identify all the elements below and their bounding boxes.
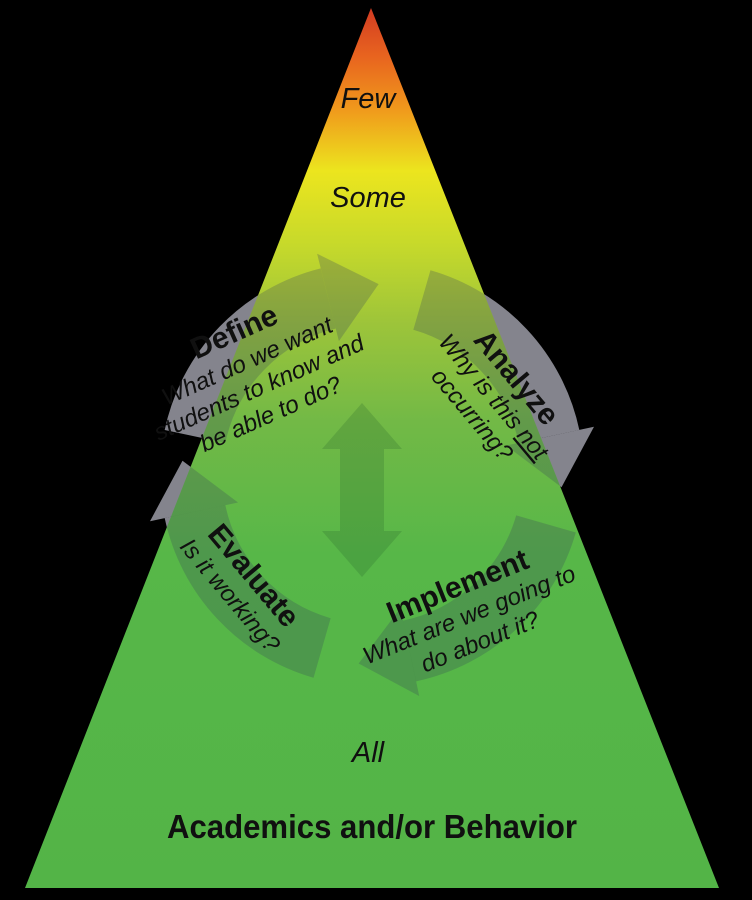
double-arrow <box>322 403 402 577</box>
cycle-arrowhead-bottom-overlay <box>358 608 420 696</box>
cycle-arc-evaluate-overlay <box>164 504 332 678</box>
cycle-arrowhead-top-overlay <box>317 253 379 342</box>
tier-label-all: All <box>350 737 386 769</box>
cycle-step-analyze: Analyze Why is thisnot occurring? <box>425 324 565 467</box>
cycle-arc-implement-overlay <box>402 514 576 682</box>
base-label: Academics and/or Behavior <box>167 808 577 845</box>
pyramid-triangle <box>25 8 719 888</box>
tier-label-few: Few <box>341 83 398 115</box>
tier-label-some: Some <box>330 182 406 214</box>
